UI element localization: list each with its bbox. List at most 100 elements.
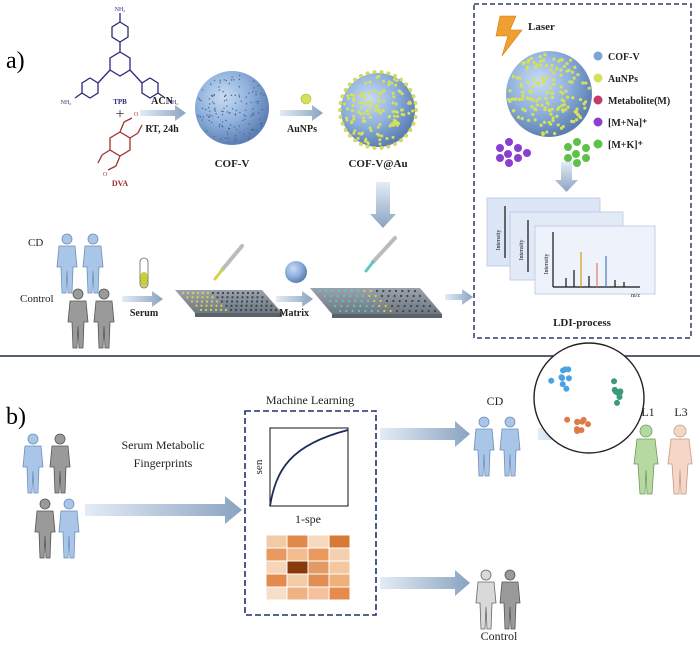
aunp-dot (408, 101, 412, 105)
aunp-dot (391, 101, 395, 105)
ml-box (244, 410, 377, 616)
plate-spot (363, 289, 366, 293)
plate-spot (261, 296, 264, 299)
aunp-dot (393, 109, 397, 113)
aunp-dot (349, 93, 353, 97)
k-ion (582, 154, 590, 162)
plate-spot (260, 304, 263, 307)
aunp-dot (352, 93, 356, 97)
ldi-aunp-dot (539, 59, 543, 63)
ldi-aunp-dot (531, 85, 535, 89)
aunp-rim-dot (398, 138, 403, 143)
ldi-aunp-dot (531, 112, 535, 117)
plate-spot (265, 300, 269, 303)
cluster-points (548, 366, 624, 435)
na-ion (523, 149, 531, 157)
aunp-dot (364, 81, 368, 85)
aunp-dot (378, 123, 382, 127)
aunp-dot (368, 115, 372, 119)
pore-dot (245, 96, 248, 98)
aunp-dot (369, 102, 373, 106)
pore-dot (233, 140, 236, 142)
aunp-dot (378, 142, 382, 146)
plate-spot (231, 291, 235, 295)
heatmap-cell (286, 534, 309, 549)
step1-top: ACN (151, 96, 173, 107)
ldi-aunp-dot (551, 116, 555, 120)
plate-spot (323, 294, 327, 298)
pore-dot (217, 116, 220, 119)
plate-spot (246, 291, 250, 295)
ml-title: Machine Learning (266, 393, 354, 407)
plate-spot (418, 294, 422, 298)
ldi-aunp-dot (549, 112, 553, 116)
ldi-aunp-dot (510, 97, 514, 101)
pore-dot (233, 126, 236, 128)
ldi-aunp-dot (545, 130, 549, 134)
pipette-1-icon (213, 244, 244, 281)
plus-sign: + (115, 106, 124, 123)
cd-person-1 (56, 233, 78, 294)
pore-dot (214, 107, 216, 109)
aunp-dot (393, 114, 397, 118)
plate-spot (349, 294, 352, 298)
ldi-aunp-dot (526, 80, 530, 85)
plate-spot (220, 304, 223, 307)
plate-spot (388, 289, 391, 293)
pore-dot (218, 123, 221, 126)
legend-text: [M+K]⁺ (608, 140, 643, 151)
cofv-au-sphere (341, 73, 415, 147)
ldi-aunp-dot (565, 61, 569, 66)
pore-dot (245, 103, 248, 105)
ldi-aunp-dot (576, 73, 580, 77)
ldi-aunp-dot (559, 90, 563, 94)
aunp-dot (343, 102, 347, 106)
pore-dot (248, 123, 250, 125)
plate-spot (245, 300, 249, 303)
fingerprint-label-top: Serum Metabolic (122, 438, 205, 452)
plate-spot (347, 299, 351, 303)
plate-spot (214, 308, 218, 312)
aunp-rim-dot (338, 108, 342, 112)
aunp-rim-dot (404, 133, 409, 138)
pore-dot (224, 94, 227, 96)
plate-spot (397, 304, 400, 308)
pore-dot (259, 118, 261, 120)
aunp-rim-dot (404, 82, 409, 87)
ldi-aunp-dot (573, 65, 577, 69)
pore-dot (240, 100, 242, 103)
aunp-dot (388, 115, 392, 119)
pore-dot (212, 101, 214, 103)
pore-dot (210, 83, 212, 85)
ldi-aunp-dot (555, 114, 559, 118)
aunp-dot (344, 116, 348, 120)
plate-spot (230, 300, 234, 303)
plate-spot (269, 308, 273, 312)
plate-spot (387, 294, 390, 298)
intensity-label-3: Intensity (544, 254, 550, 275)
ldi-aunp-dot (535, 99, 539, 103)
aunp-dot (352, 96, 356, 100)
ldi-aunp-dot (556, 107, 560, 111)
aunp-rim-dot (413, 115, 418, 119)
plate-spot (230, 304, 233, 307)
plate-spot (255, 300, 259, 303)
ldi-aunp-dot (549, 68, 553, 72)
ldi-down-arrow (555, 162, 578, 192)
aunp-dot (352, 114, 356, 118)
b-person-blue-2 (58, 498, 80, 559)
nh2-top: NH₂ (115, 7, 126, 13)
ldi-aunp-dot (521, 107, 525, 111)
ldi-aunp-dot (545, 101, 549, 105)
plate-spot (344, 289, 347, 293)
ldi-aunp-dot (529, 56, 534, 61)
plate-spot (351, 309, 354, 313)
ldi-aunp-dot (562, 64, 567, 68)
ldi-aunp-dot (550, 95, 555, 100)
plate-spot (337, 289, 341, 293)
nh2-right: NH₂ (168, 100, 179, 106)
ldi-aunp-dot (574, 109, 579, 113)
aunp-dot (363, 119, 367, 123)
plate-spot (216, 291, 220, 295)
